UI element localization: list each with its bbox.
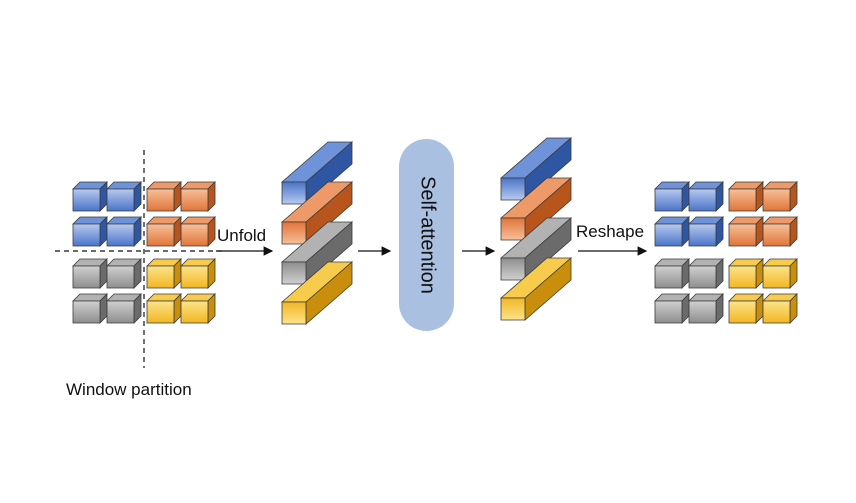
self-attention-block: Self-attention — [399, 139, 454, 331]
cube-front-face — [500, 217, 526, 241]
cube-front-face — [180, 223, 209, 247]
grid-cube-orange — [728, 216, 764, 247]
cube-front-face — [281, 261, 307, 285]
cube-front-face — [654, 300, 683, 324]
cube-front-face — [106, 265, 135, 289]
cube-front-face — [654, 188, 683, 212]
cube-front-face — [281, 181, 307, 205]
window-partition-grid — [72, 181, 216, 324]
cube-front-face — [72, 188, 101, 212]
token-bar-orange — [499, 177, 573, 241]
grid-cube-orange — [762, 216, 798, 247]
cube-front-face — [72, 223, 101, 247]
cube-front-face — [281, 301, 307, 325]
grid-cube-blue — [106, 216, 142, 247]
cube-front-face — [106, 188, 135, 212]
cube-front-face — [762, 300, 791, 324]
cube-front-face — [106, 300, 135, 324]
attended-token-stack — [499, 137, 573, 321]
grid-cube-gray — [688, 258, 724, 289]
token-bar-gray — [280, 221, 354, 285]
cube-front-face — [281, 221, 307, 245]
unfold-label: Unfold — [217, 226, 267, 245]
grid-cube-orange — [762, 181, 798, 212]
cube-front-face — [146, 188, 175, 212]
grid-cube-yellow — [180, 293, 216, 324]
unfolded-token-stack — [280, 141, 354, 325]
token-bar-blue — [280, 141, 354, 205]
cube-front-face — [762, 223, 791, 247]
grid-cube-blue — [72, 216, 108, 247]
cube-front-face — [688, 188, 717, 212]
cube-front-face — [500, 177, 526, 201]
grid-cube-gray — [654, 293, 690, 324]
reshape-label: Reshape — [576, 222, 645, 241]
cube-front-face — [728, 300, 757, 324]
token-bar-yellow — [499, 257, 573, 321]
grid-cube-blue — [654, 181, 690, 212]
grid-cube-orange — [146, 181, 182, 212]
grid-cube-orange — [146, 216, 182, 247]
cube-front-face — [146, 223, 175, 247]
grid-cube-gray — [106, 258, 142, 289]
grid-cube-yellow — [728, 258, 764, 289]
cube-front-face — [146, 265, 175, 289]
window-partition-label: Window partition — [66, 380, 192, 399]
grid-cube-gray — [654, 258, 690, 289]
grid-cube-blue — [106, 181, 142, 212]
cube-front-face — [72, 265, 101, 289]
grid-cube-yellow — [762, 293, 798, 324]
cube-front-face — [180, 265, 209, 289]
grid-cube-gray — [688, 293, 724, 324]
cube-front-face — [728, 265, 757, 289]
cube-front-face — [688, 300, 717, 324]
grid-cube-blue — [688, 216, 724, 247]
grid-cube-yellow — [146, 293, 182, 324]
cube-front-face — [500, 297, 526, 321]
cube-front-face — [762, 265, 791, 289]
token-bar-yellow — [280, 261, 354, 325]
grid-cube-blue — [72, 181, 108, 212]
cube-front-face — [728, 223, 757, 247]
cube-front-face — [146, 300, 175, 324]
token-bar-orange — [280, 181, 354, 245]
cube-front-face — [106, 223, 135, 247]
cube-front-face — [180, 300, 209, 324]
cube-front-face — [500, 257, 526, 281]
grid-cube-orange — [180, 216, 216, 247]
grid-cube-yellow — [762, 258, 798, 289]
cube-front-face — [688, 265, 717, 289]
cube-front-face — [654, 265, 683, 289]
cube-front-face — [72, 300, 101, 324]
token-bar-blue — [499, 137, 573, 201]
grid-cube-orange — [728, 181, 764, 212]
grid-cube-gray — [72, 293, 108, 324]
grid-cube-yellow — [728, 293, 764, 324]
grid-cube-blue — [688, 181, 724, 212]
grid-cube-orange — [180, 181, 216, 212]
grid-cube-yellow — [146, 258, 182, 289]
self-attention-label: Self-attention — [416, 176, 438, 294]
grid-cube-blue — [654, 216, 690, 247]
cube-front-face — [688, 223, 717, 247]
grid-cube-yellow — [180, 258, 216, 289]
grid-cube-gray — [72, 258, 108, 289]
cube-front-face — [180, 188, 209, 212]
grid-cube-gray — [106, 293, 142, 324]
reshaped-output-grid — [654, 181, 798, 324]
cube-front-face — [654, 223, 683, 247]
cube-front-face — [728, 188, 757, 212]
cube-front-face — [762, 188, 791, 212]
token-bar-gray — [499, 217, 573, 281]
